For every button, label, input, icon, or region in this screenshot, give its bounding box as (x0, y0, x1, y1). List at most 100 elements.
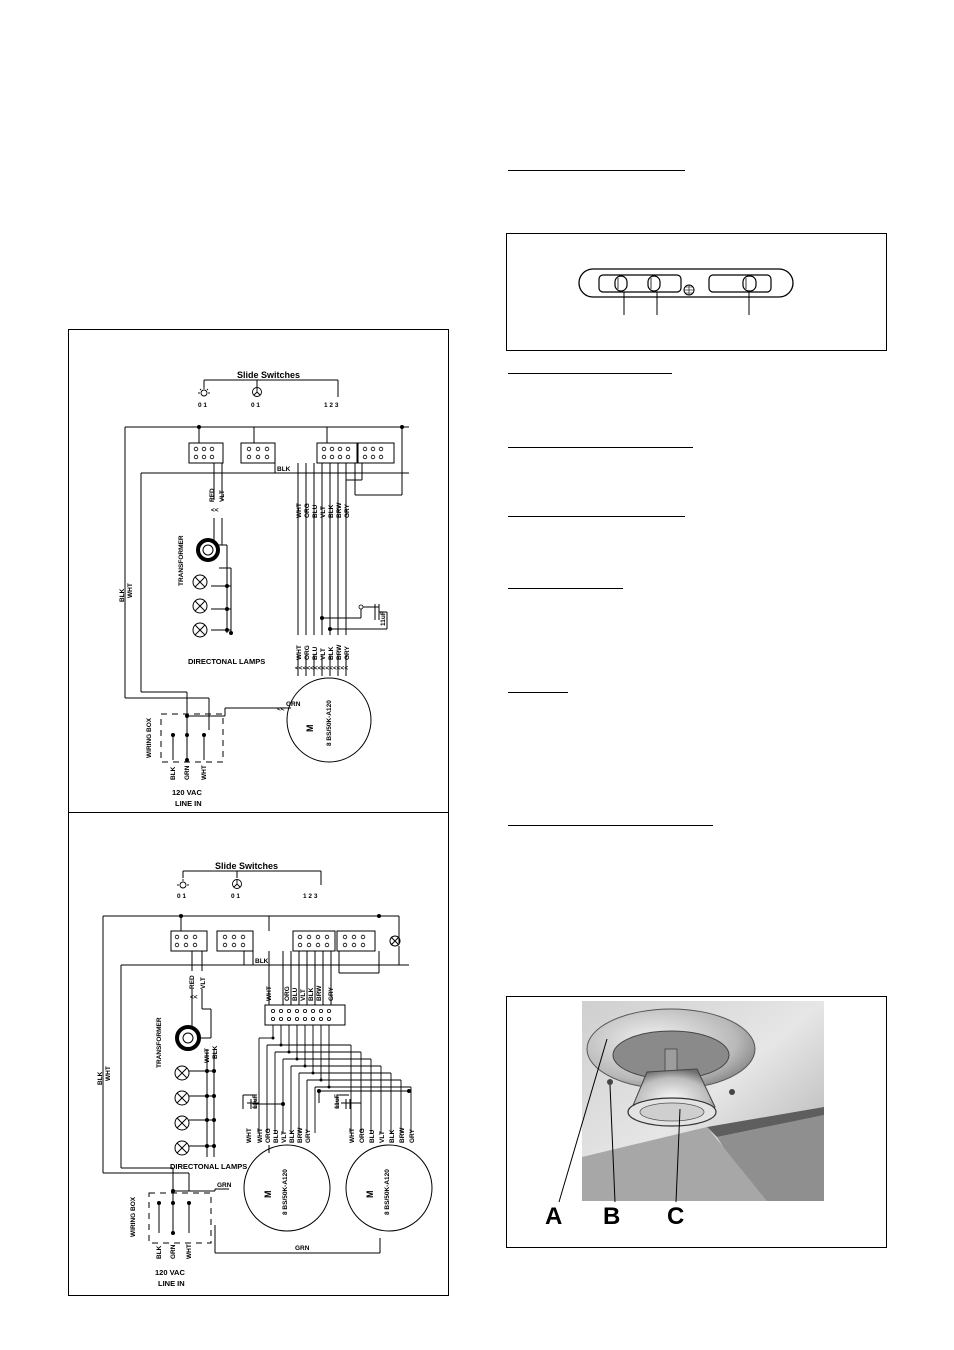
fan-slide-switch[interactable] (647, 275, 661, 292)
directional-lamp-icon (174, 1065, 190, 1156)
indicator-light-icon (683, 284, 695, 296)
wire-label: BLK (328, 504, 335, 518)
motor-wire-label: VLT (320, 648, 327, 660)
directional-lamp-icon (192, 574, 208, 638)
transformer-label: TRANSFORMER (178, 535, 185, 586)
side-wht-label: WHT (105, 1066, 112, 1081)
motor2-symbol-m: M (365, 1191, 375, 1199)
wiring-diagram-2-svg: Slide Switches 0 1 0 1 1 2 3 BLK RED VLT… (97, 861, 433, 1288)
wire-label: BLU (292, 987, 299, 1001)
speed-slide-switch[interactable] (742, 275, 757, 292)
red-wire-label: RED (189, 975, 196, 989)
slide-switches-title: Slide Switches (237, 370, 300, 380)
blk-wire-label: BLK (255, 958, 269, 965)
motor-wire-label: BLU (312, 646, 319, 660)
side-wht-label: WHT (127, 583, 134, 598)
wire-label: GRY (344, 503, 351, 518)
line-wire-label: GRN (184, 765, 191, 780)
wire-label: BRW (336, 502, 343, 518)
grn-wire-label: GRN (286, 701, 301, 708)
label-a: A (545, 1203, 562, 1230)
grn-connector-arrows: << (277, 706, 285, 713)
motor2-wire-label: BLU (369, 1129, 376, 1143)
light-switch-icon (177, 879, 189, 889)
wiring-diagram-dual-motor: Slide Switches 0 1 0 1 1 2 3 BLK RED VLT… (68, 812, 449, 1296)
heading-rule-3 (508, 447, 693, 448)
slide-switches-title: Slide Switches (215, 861, 278, 871)
heading-rule-4 (508, 516, 685, 517)
side-blk-label: BLK (119, 588, 126, 602)
motor2-wire-label: BLK (389, 1129, 396, 1143)
motor-wire-label: BRW (336, 644, 343, 660)
wiring-box-label: WIRING BOX (130, 1196, 137, 1237)
wiring-box-label: WIRING BOX (146, 717, 153, 758)
motor2-wire-label: BRW (399, 1127, 406, 1143)
motor-wire-label: GRY (344, 645, 351, 660)
motor-connector-arrows: <<<<<<<<<<<<<< (295, 665, 348, 672)
motor2-wire-label: ORG (359, 1128, 366, 1143)
line-in-label: LINE IN (175, 799, 202, 808)
lamp-photo-svg: A B C (545, 1001, 824, 1230)
voltage-label: 120 VAC (172, 788, 202, 797)
motor1-wire-label: BLU (273, 1129, 280, 1143)
line-wire-label: GRN (170, 1244, 177, 1259)
motor2-wire-label: VLT (379, 1131, 386, 1143)
wire-label: VLT (300, 989, 307, 1001)
capacitor-label: 11uF (252, 1094, 259, 1109)
directional-lamps-label: DIRECTONAL LAMPS (170, 1162, 247, 1171)
motor1-wire-label: GRY (305, 1128, 312, 1143)
light-slide-switch[interactable] (614, 275, 628, 292)
directional-lamps-label: DIRECTONAL LAMPS (188, 657, 265, 666)
wire-label: BRW (316, 985, 323, 1001)
fan-switch-positions: 0 1 (251, 402, 260, 409)
motor2-wire-label: GRY (409, 1128, 416, 1143)
motor1-wire-label: BRW (297, 1127, 304, 1143)
voltage-label: 120 VAC (155, 1268, 185, 1277)
motor1-wire-label: WHT (257, 1128, 264, 1143)
heading-rule-2 (508, 373, 672, 374)
line-wire-label: WHT (201, 765, 208, 780)
wire-label: WHT (266, 986, 273, 1001)
motor-wire-label: ORG (304, 645, 311, 660)
blk-wire-label: BLK (277, 466, 291, 473)
motor1-wire-label: VLT (281, 1131, 288, 1143)
heading-rule-7 (508, 825, 713, 826)
line-in-label: LINE IN (158, 1279, 185, 1288)
motor1-symbol-m: M (263, 1191, 273, 1199)
motor-wire-label: BLK (328, 646, 335, 660)
lamp-photo-figure: A B C (506, 996, 887, 1248)
motor-symbol-m: M (305, 725, 315, 733)
motor1-wire-label: WHT (246, 1128, 253, 1143)
grn-bottom-label: GRN (295, 1245, 310, 1252)
transformer-label: TRANSFORMER (156, 1017, 163, 1068)
motor1-wire-label: BLK (289, 1129, 296, 1143)
vlt-wire-label: VLT (200, 977, 207, 989)
label-c: C (667, 1203, 684, 1230)
control-panel-figure (506, 233, 887, 351)
heading-rule-1 (508, 170, 685, 171)
red-wire-label: RED (209, 488, 216, 502)
label-b: B (603, 1203, 620, 1230)
capacitor-label: 11uF (380, 611, 387, 626)
motor-model-label: 8 BS/50K-A120 (326, 700, 333, 746)
heading-rule-6 (508, 692, 568, 693)
lamp-wht-label: WHT (204, 1048, 211, 1063)
wire-label: WHT (296, 503, 303, 518)
transformer-symbol (196, 538, 220, 562)
lamp-blk-label: BLK (212, 1045, 219, 1059)
motor-wire-label: WHT (296, 645, 303, 660)
motor2-wire-label: WHT (349, 1128, 356, 1143)
control-panel-svg (578, 268, 794, 315)
line-wire-label: BLK (156, 1245, 163, 1259)
motor1-wire-label: ORG (265, 1128, 272, 1143)
wiring-diagram-single-motor: Slide Switches 0 1 0 1 1 2 3 BLK RED VLT… (68, 329, 449, 815)
speed-switch-positions: 1 2 3 (303, 893, 318, 900)
speed-switch-positions: 1 2 3 (324, 402, 339, 409)
motor1-model-label: 8 BS/50K-A120 (282, 1169, 289, 1215)
fan-switch-icon (232, 879, 242, 889)
line-wire-label: WHT (186, 1244, 193, 1259)
wire-label: ORG (284, 986, 291, 1001)
light-switch-icon (198, 387, 210, 397)
vlt-wire-label: VLT (219, 490, 226, 502)
lamp-photo-image (582, 1001, 824, 1201)
